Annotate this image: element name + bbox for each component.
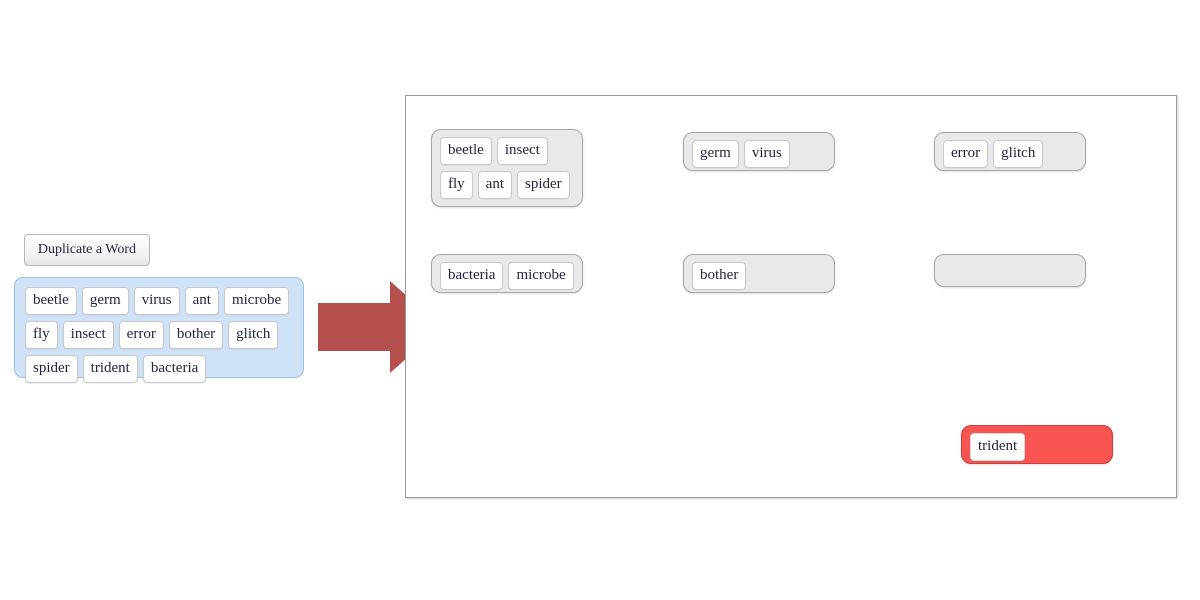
word-chip[interactable]: bacteria — [142, 355, 207, 383]
word-chip[interactable]: spider — [517, 171, 570, 199]
word-chip[interactable]: trident — [82, 355, 138, 383]
word-chip[interactable]: bacteria — [440, 262, 504, 290]
word-chip[interactable]: glitch — [993, 140, 1044, 168]
word-chip[interactable]: microbe — [508, 262, 574, 290]
word-chip[interactable]: error — [118, 321, 164, 349]
word-chip[interactable]: fly — [25, 321, 58, 349]
word-chip[interactable]: insect — [62, 321, 114, 349]
word-chip[interactable]: ant — [184, 287, 219, 315]
word-chip[interactable]: trident — [970, 433, 1026, 461]
duplicate-a-word-button[interactable]: Duplicate a Word — [24, 234, 150, 266]
word-chip[interactable]: germ — [692, 140, 739, 168]
word-chip[interactable]: error — [943, 140, 989, 168]
word-chip[interactable]: glitch — [228, 321, 279, 349]
word-chip[interactable]: beetle — [440, 137, 492, 165]
word-group-empty[interactable] — [934, 254, 1086, 287]
word-chip[interactable]: spider — [25, 355, 78, 383]
word-chip[interactable]: virus — [743, 140, 790, 168]
word-group-bother[interactable]: bother — [683, 254, 835, 293]
word-chip[interactable]: virus — [133, 287, 180, 315]
word-chip[interactable]: bother — [692, 262, 747, 290]
word-chip[interactable]: microbe — [223, 287, 290, 315]
word-chip[interactable]: ant — [477, 171, 512, 199]
word-chip[interactable]: beetle — [25, 287, 77, 315]
word-chip[interactable]: fly — [440, 171, 473, 199]
word-group-trident-selected[interactable]: trident — [961, 425, 1113, 464]
word-chip[interactable]: germ — [81, 287, 129, 315]
word-chip[interactable]: insect — [496, 137, 548, 165]
word-chip[interactable]: bother — [168, 321, 224, 349]
